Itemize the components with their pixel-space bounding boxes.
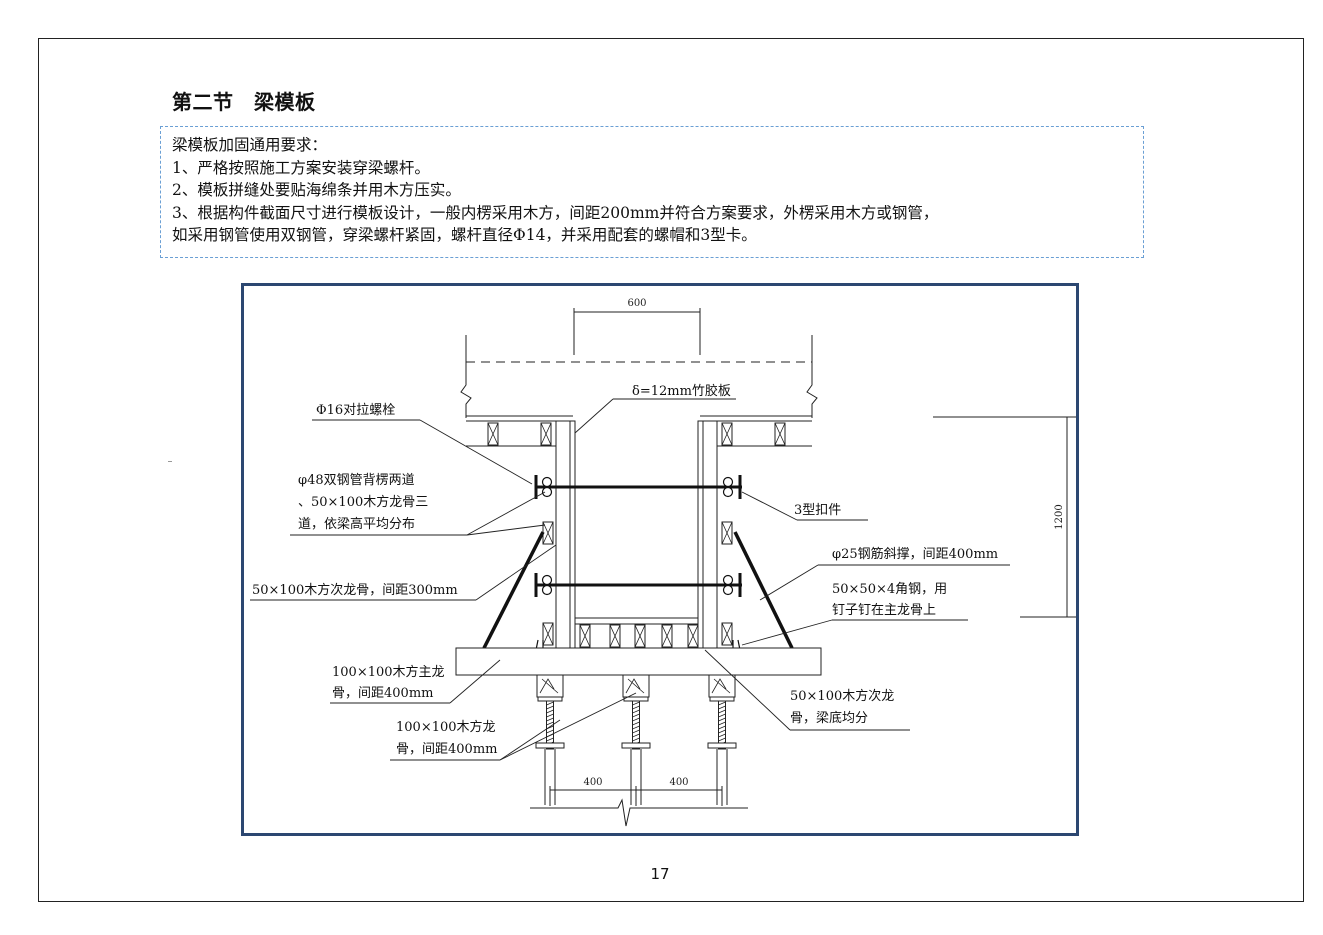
section-title: 第二节 梁模板 bbox=[172, 90, 316, 114]
label-steel-pipe: φ48双钢管背楞两道 bbox=[298, 473, 415, 488]
dim-top-width: 600 bbox=[627, 298, 646, 309]
label-keel: 骨，间距400mm bbox=[396, 742, 497, 757]
drawing-svg: 600 bbox=[250, 298, 1076, 827]
label-steel-pipe: 、50×100木方龙骨三 bbox=[298, 494, 428, 510]
requirement-line: 如采用钢管使用双钢管，穿梁螺杆紧固，螺杆直径Φ14，并采用配套的螺帽和3型卡。 bbox=[172, 226, 757, 244]
requirements-heading: 梁模板加固通用要求： bbox=[172, 136, 328, 154]
label-main-keel: 骨，间距400mm bbox=[332, 686, 433, 701]
label-angle-steel: 钉子钉在主龙骨上 bbox=[832, 603, 936, 618]
label-main-keel: 100×100木方主龙 bbox=[332, 664, 445, 680]
label-plywood: δ=12mm竹胶板 bbox=[632, 383, 731, 399]
beam-formwork-drawing: 600 bbox=[241, 283, 1079, 836]
label-brace: φ25钢筋斜撑，间距400mm bbox=[832, 546, 998, 562]
label-bottom-secondary: 骨，梁底均分 bbox=[790, 710, 868, 726]
label-keel: 100×100木方龙 bbox=[396, 719, 496, 735]
dim-height: 1200 bbox=[1054, 504, 1065, 529]
label-angle-steel: 50×50×4角钢，用 bbox=[832, 582, 947, 597]
requirement-line: 2、模板拼缝处要贴海绵条并用木方压实。 bbox=[172, 181, 461, 199]
requirement-line: 3、根据构件截面尺寸进行模板设计，一般内楞采用木方，间距200mm并符合方案要求… bbox=[172, 203, 939, 222]
label-clip: 3型扣件 bbox=[794, 503, 841, 518]
dim-bottom-left: 400 bbox=[583, 777, 602, 788]
requirements-box: 梁模板加固通用要求： 1、严格按照施工方案安装穿梁螺杆。 2、模板拼缝处要贴海绵… bbox=[160, 126, 1144, 258]
dim-bottom-right: 400 bbox=[669, 777, 688, 788]
label-tie-bolt: Φ16对拉螺栓 bbox=[316, 403, 395, 418]
requirement-line: 1、严格按照施工方案安装穿梁螺杆。 bbox=[172, 158, 430, 177]
label-bottom-secondary: 50×100木方次龙 bbox=[790, 688, 894, 704]
page-frame bbox=[38, 38, 1304, 902]
page-number: 17 bbox=[650, 865, 670, 883]
label-steel-pipe: 道，依梁高平均分布 bbox=[298, 516, 415, 532]
stray-mark bbox=[168, 461, 172, 462]
label-secondary-keel: 50×100木方次龙骨，间距300mm bbox=[252, 582, 458, 598]
